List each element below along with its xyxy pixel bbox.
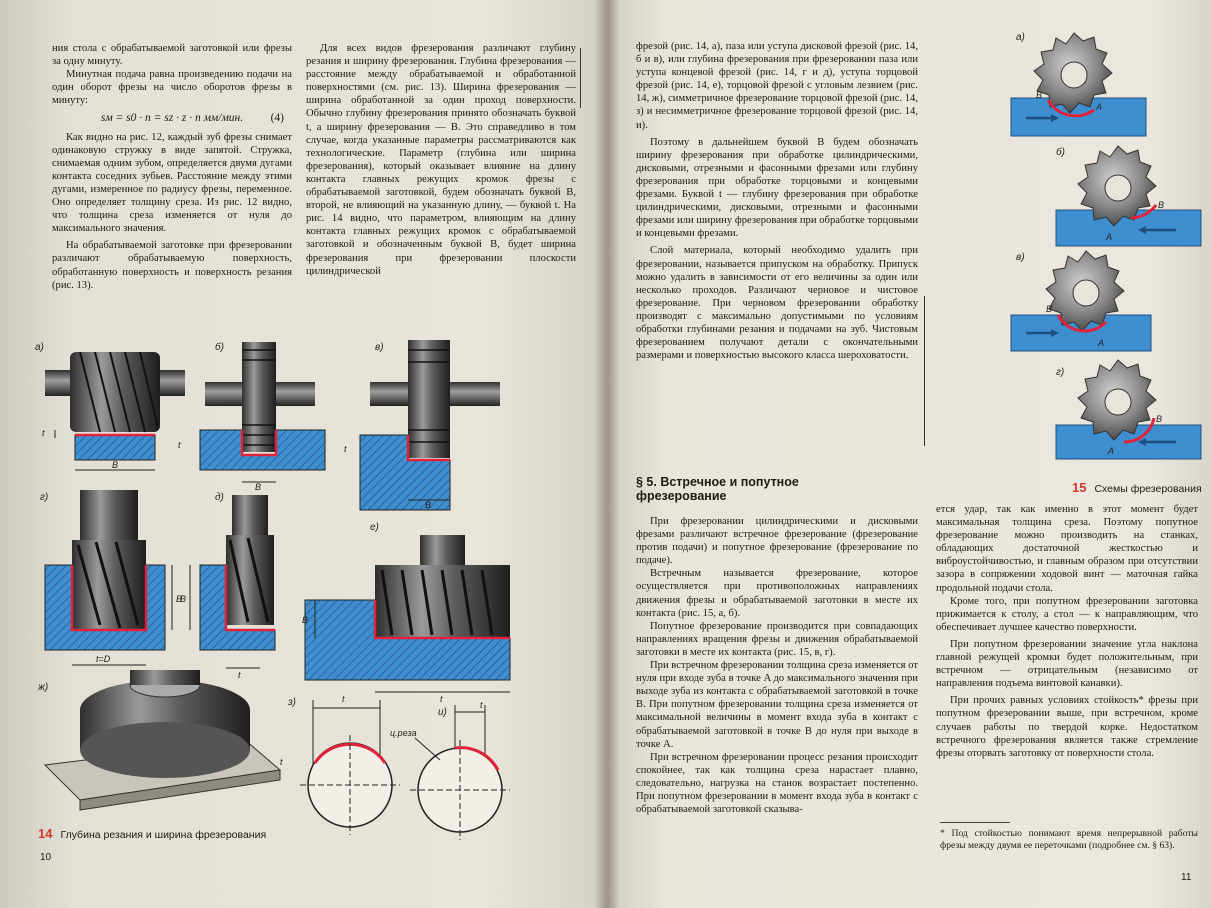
point-B: B: [1158, 200, 1164, 210]
dim-t: t: [480, 700, 483, 710]
paragraph: Кроме того, при попутном фрезеровании за…: [936, 595, 1198, 633]
paragraph: При прочих равных условиях стойкость* фр…: [936, 695, 1198, 759]
figure-14a: а) t B: [35, 342, 185, 471]
paragraph: Встречным называется фрезерование, котор…: [636, 568, 918, 619]
dim-t: t: [344, 444, 347, 454]
figure-14d: д) B t: [180, 492, 276, 680]
dim-t: t: [238, 670, 241, 680]
dim-B: B: [255, 482, 261, 492]
dim-t: t: [280, 757, 283, 767]
figure-14: а) t B б): [35, 340, 511, 840]
caption-text: Схемы фрезерования: [1094, 483, 1202, 495]
paragraph: При встречном фрезеровании процесс резан…: [636, 751, 918, 816]
label-zh: ж): [37, 682, 48, 693]
label-d: д): [215, 492, 224, 503]
point-A: A: [1097, 338, 1104, 348]
dim-B: B: [176, 594, 182, 604]
figure-14v: в) t B: [344, 340, 500, 511]
dim-tD: t=D: [96, 654, 111, 664]
paragraph: Минутная подача равна произведению подач…: [52, 69, 292, 107]
label-v: в): [375, 342, 384, 353]
point-A: A: [1095, 102, 1102, 112]
figure-14i: и) t ц.реза: [390, 700, 510, 840]
formula-4: sм = s0 · n = sz · z · n мм/мин. (4): [52, 112, 292, 125]
section-heading: § 5. Встречное и попутное фрезерование: [636, 475, 799, 503]
paragraph: При фрезеровании цилиндрическими и диско…: [636, 516, 918, 567]
paragraph: ния стола с обрабатываемой заготовкой ил…: [52, 43, 292, 68]
formula-number: (4): [270, 112, 284, 125]
label-v: в): [1016, 252, 1025, 263]
dim-B: B: [302, 615, 308, 625]
label-g: г): [1056, 367, 1064, 378]
figure-14g: г) B t=D: [40, 490, 182, 666]
dim-B: B: [180, 594, 186, 604]
paragraph: Попутное фрезерование производится при с…: [636, 620, 918, 658]
point-A: A: [1107, 446, 1114, 456]
figure-14b: б) t B: [178, 341, 326, 492]
dim-t: t: [342, 694, 345, 704]
paragraph: фрезой (рис. 14, а), паза или уступа дис…: [636, 41, 918, 131]
figure-number: 15: [1072, 480, 1087, 495]
paragraph: Для всех видов фрезерования различают гл…: [306, 43, 576, 277]
dim-t: t: [178, 440, 181, 450]
margin-mark: [924, 296, 925, 446]
paragraph: На обрабатываемой заготовке при фрезеров…: [52, 240, 292, 291]
dim-t: t: [440, 694, 443, 704]
formula-text: sм = s0 · n = sz · z · n мм/мин.: [100, 112, 244, 125]
paragraph: При попутном фрезеровании значение угла …: [936, 638, 1198, 690]
label-e: е): [370, 522, 379, 533]
label-a: а): [35, 342, 44, 353]
figure-15-caption: 15 Схемы фрезерования: [1072, 480, 1202, 495]
figure-14z: з) t: [287, 694, 400, 835]
dim-B: B: [425, 500, 431, 510]
right-page: фрезой (рис. 14, а), паза или уступа дис…: [606, 0, 1211, 908]
figure-14e: е) B t: [302, 522, 511, 704]
figure-15: а) B A б): [1010, 32, 1202, 460]
paragraph: ется удар, так как именно в этот момент …: [936, 504, 1198, 594]
figure-15g: г) B A: [1055, 359, 1202, 460]
point-B: B: [1156, 414, 1162, 424]
figure-14-caption: 14 Глубина резания и ширина фрезерования: [38, 826, 266, 841]
right-page-column-1-bottom: При фрезеровании цилиндрическими и диско…: [636, 515, 918, 816]
label-a: а): [1016, 32, 1025, 43]
paragraph: Слой материала, который необходимо удали…: [636, 245, 918, 362]
right-page-column-2-bottom: ется удар, так как именно в этот момент …: [936, 503, 1198, 760]
footnote-rule: [940, 822, 1010, 823]
footnote: * Под стойкостью понимают время непрерыв…: [940, 828, 1198, 851]
label-g: г): [40, 492, 48, 503]
label-i: и): [438, 707, 447, 718]
label-z: з): [287, 697, 296, 708]
point-A: A: [1105, 232, 1112, 242]
figure-14zh: ж) t: [37, 670, 283, 811]
left-page-column-2: Для всех видов фрезерования различают гл…: [306, 42, 576, 278]
dim-cut: ц.реза: [390, 728, 417, 738]
point-B: B: [1036, 90, 1042, 100]
figure-15v: в) B A: [1010, 250, 1152, 352]
paragraph: Поэтому в дальнейшем буквой B будем обоз…: [636, 136, 918, 240]
caption-text: Глубина резания и ширина фрезерования: [60, 829, 267, 841]
paragraph: При встречном фрезеровании толщина среза…: [636, 660, 918, 750]
left-page: ния стола с обрабатываемой заготовкой ил…: [0, 0, 606, 908]
left-page-column-1: ния стола с обрабатываемой заготовкой ил…: [52, 42, 292, 292]
paragraph: Как видно на рис. 12, каждый зуб фрезы с…: [52, 131, 292, 235]
figure-number: 14: [38, 826, 53, 841]
point-B: B: [1046, 304, 1052, 314]
dim-B: B: [112, 460, 118, 470]
page-number: 11: [1181, 872, 1192, 883]
right-page-column-1-top: фрезой (рис. 14, а), паза или уступа дис…: [636, 40, 918, 362]
label-b: б): [1056, 146, 1065, 158]
figure-15b: б) B A: [1055, 145, 1202, 247]
label-b: б): [215, 341, 224, 353]
figure-15a: а) B A: [1010, 32, 1147, 137]
book-gutter: [594, 0, 620, 908]
page-number: 10: [40, 852, 52, 863]
dim-t: t: [42, 428, 45, 438]
margin-mark: [580, 48, 581, 108]
